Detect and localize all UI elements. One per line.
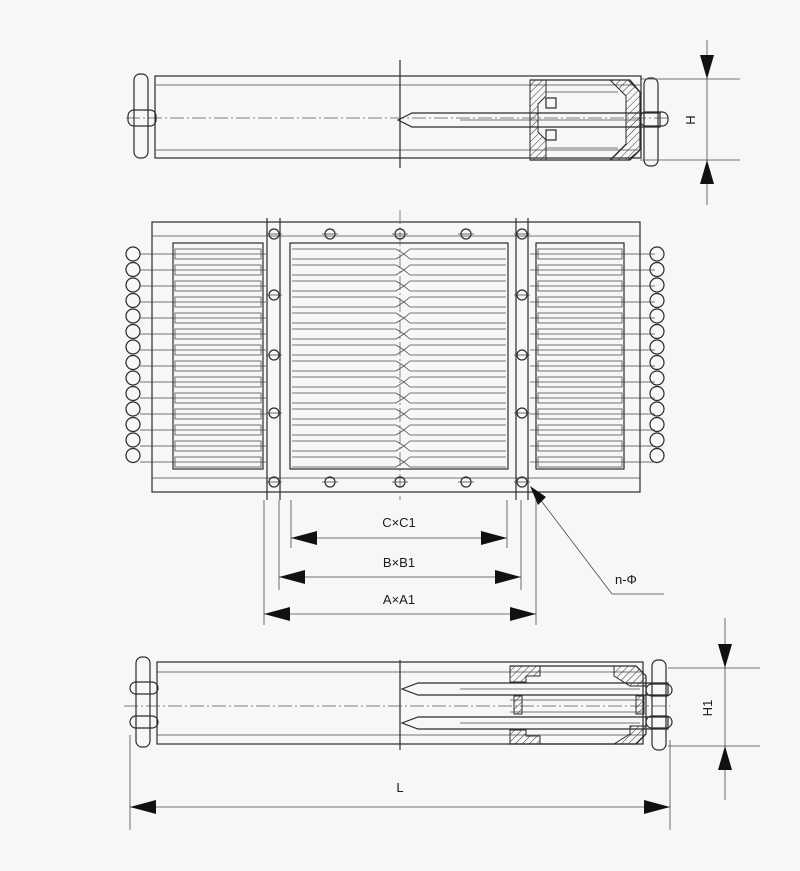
roller-right [649, 339, 665, 355]
blade-left [292, 440, 405, 452]
label-c-c1: C×C1 [382, 515, 416, 530]
blade-left [292, 264, 405, 276]
blade-right [403, 312, 506, 324]
blade-right [403, 392, 506, 404]
arrow-left-icon [130, 800, 156, 814]
blade-left [292, 248, 405, 260]
blade-left [292, 392, 405, 404]
height-dimension: H [640, 40, 740, 205]
roller-right [649, 354, 665, 371]
blade-left [292, 296, 405, 308]
blade-left [292, 408, 405, 420]
arrow-left-icon [291, 531, 317, 545]
label-l: L [396, 780, 403, 795]
roller-left [125, 370, 141, 386]
leader-arrow-icon [530, 486, 546, 505]
roller-left [125, 385, 141, 402]
blade-left [292, 456, 405, 468]
roller-left [125, 339, 141, 355]
plan-view [125, 210, 665, 500]
blade-right [403, 360, 506, 372]
blade-left [292, 312, 405, 324]
top-elevation-view [126, 60, 669, 168]
roller-right [649, 261, 665, 278]
blade-left [292, 424, 405, 436]
label-holes: n-Φ [615, 572, 637, 587]
roller-right [649, 308, 665, 324]
blade-left [292, 280, 405, 292]
arrow-up-icon [700, 160, 714, 184]
label-b-b1: B×B1 [383, 555, 415, 570]
blade-right [403, 456, 506, 468]
label-h1: H1 [700, 700, 715, 717]
blade-right [403, 248, 506, 260]
plan-dimensions: C×C1 B×B1 A×A1 [263, 500, 537, 625]
arrow-left-icon [279, 570, 305, 584]
roller-left [125, 246, 141, 262]
roller-right [649, 277, 665, 293]
arrow-up-icon [718, 746, 732, 770]
blade-left [292, 328, 405, 340]
roller-left [125, 354, 141, 371]
roller-right [649, 292, 665, 309]
roller-left [125, 277, 141, 293]
blade-right [403, 408, 506, 420]
roller-right [649, 401, 665, 417]
arrow-left-icon [264, 607, 290, 621]
arrow-down-icon [718, 644, 732, 668]
roller-right [649, 432, 665, 448]
blade-right [403, 424, 506, 436]
roller-right [649, 370, 665, 386]
blade-left [292, 376, 405, 388]
length-dimension: L [129, 735, 671, 830]
bolt-holes [266, 228, 530, 488]
blade-right [403, 344, 506, 356]
blade-right [403, 440, 506, 452]
blade-grid [140, 248, 655, 468]
arrow-right-icon [644, 800, 670, 814]
label-h: H [683, 115, 698, 124]
blade-right [403, 376, 506, 388]
label-a-a1: A×A1 [383, 592, 415, 607]
roller-right [649, 385, 665, 402]
hole-leader: n-Φ [530, 486, 664, 595]
arrow-right-icon [510, 607, 536, 621]
roller-handles [125, 246, 665, 464]
roller-left [125, 261, 141, 278]
height-side-dimension: H1 [668, 618, 760, 800]
blade-right [403, 264, 506, 276]
arrow-down-icon [700, 55, 714, 79]
arrow-right-icon [481, 531, 507, 545]
bottom-elevation-view [124, 656, 673, 751]
roller-right [649, 416, 665, 433]
blade-right [403, 328, 506, 340]
roller-right [649, 323, 665, 340]
roller-left [125, 401, 141, 417]
roller-right [649, 246, 665, 262]
blade-left [292, 360, 405, 372]
roller-right [649, 447, 665, 464]
blade-right [403, 280, 506, 292]
roller-left [125, 292, 141, 309]
blade-left [292, 344, 405, 356]
roller-left [125, 323, 141, 340]
blade-right [403, 296, 506, 308]
roller-left [125, 308, 141, 324]
arrow-right-icon [495, 570, 521, 584]
roller-left [125, 447, 141, 464]
roller-left [125, 416, 141, 433]
roller-left [125, 432, 141, 448]
